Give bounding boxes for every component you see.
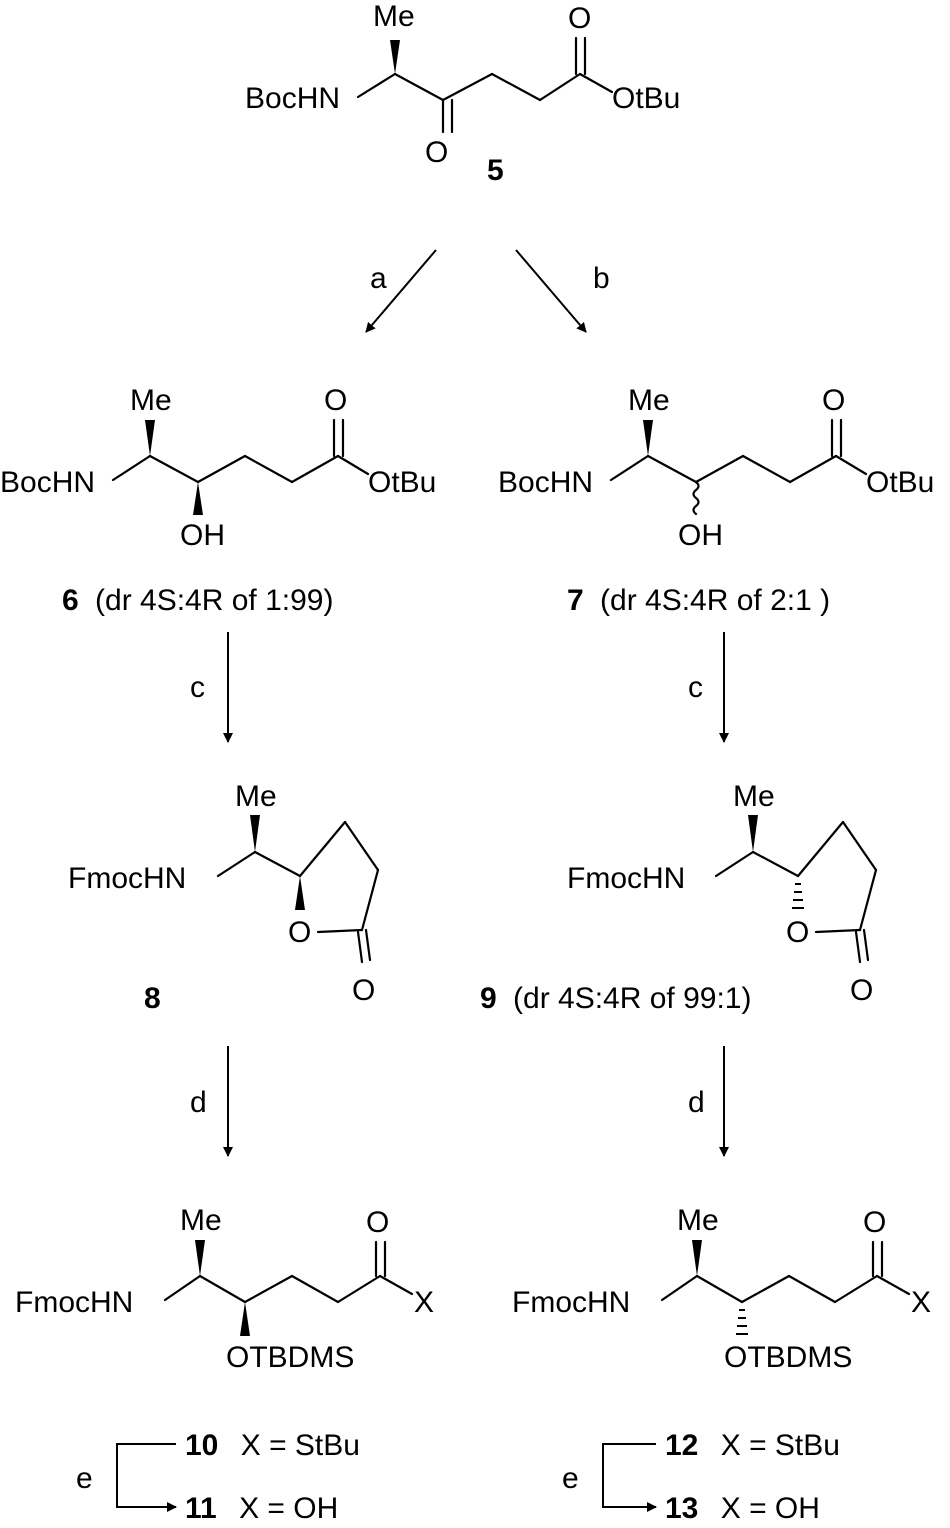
c11-x-def: X = OH	[239, 1492, 338, 1525]
c9-dr: (dr 4S:4R of 99:1)	[513, 982, 751, 1015]
arrow-e-left	[116, 1443, 177, 1512]
c9-hash-o	[792, 883, 804, 909]
c12-carbonyl-o: O	[863, 1206, 886, 1239]
c10-x-def: X = StBu	[241, 1429, 360, 1462]
c6-wedge-me	[145, 420, 155, 456]
c10-number: 10	[185, 1429, 218, 1462]
c7-ester-o: O	[822, 384, 845, 417]
c5-number: 5	[487, 154, 504, 187]
c6-ester-o: O	[324, 384, 347, 417]
svg-text:11 X = OH: 11 X = OH	[185, 1492, 338, 1525]
c5-me-label: Me	[373, 0, 415, 33]
c6-oh-label: OH	[180, 519, 225, 552]
c13-number: 13	[665, 1492, 698, 1525]
c7-me-label: Me	[628, 384, 670, 417]
step-b-label: b	[593, 262, 610, 295]
compound-10-11: FmocHN Me OTBDMS O X 10 X = StBu 11 X = …	[15, 1204, 434, 1525]
c10-otbdms: OTBDMS	[226, 1341, 354, 1374]
arrow-b	[515, 249, 587, 333]
c8-me-label: Me	[235, 780, 277, 813]
svg-text:10 X = StBu: 10 X = StBu	[185, 1429, 360, 1462]
svg-text:9 (dr 4S:4R of 99:1): 9 (dr 4S:4R of 99:1)	[480, 982, 751, 1015]
c10-wedge-o	[240, 1302, 250, 1336]
compound-12-13: FmocHN Me OTBDMS O X 12 X = StBu 13 X = …	[512, 1204, 931, 1525]
c7-wavy-bond	[692, 480, 700, 516]
c10-me-label: Me	[180, 1204, 222, 1237]
c7-wedge-me	[643, 420, 653, 456]
step-d-left-label: d	[190, 1086, 207, 1119]
c10-carbonyl-o: O	[366, 1206, 389, 1239]
c5-ester-o: O	[568, 2, 591, 35]
compound-5: BocHN Me O O OtBu 5	[245, 0, 680, 187]
compound-6: BocHN Me OH O OtBu 6 (dr 4S:4R of 1:99)	[0, 384, 436, 617]
c9-ring-o: O	[786, 916, 809, 949]
c10-wedge-me	[195, 1240, 205, 1276]
step-e-left-label: e	[76, 1462, 93, 1495]
c5-ketone-o: O	[425, 136, 448, 169]
c8-carbonyl-o: O	[352, 974, 375, 1007]
svg-text:13 X = OH: 13 X = OH	[665, 1492, 820, 1525]
c6-ester-label: OtBu	[368, 466, 436, 499]
c6-nh-label: BocHN	[0, 466, 95, 499]
c12-me-label: Me	[677, 1204, 719, 1237]
c7-ester-label: OtBu	[866, 466, 934, 499]
c11-number: 11	[185, 1492, 217, 1525]
c9-nh-label: FmocHN	[567, 862, 685, 895]
c12-otbdms: OTBDMS	[724, 1341, 852, 1374]
c7-number: 7	[567, 584, 584, 617]
c12-hash-o	[736, 1309, 748, 1335]
svg-text:7 (dr 4S:4R of 2:1 ): 7 (dr 4S:4R of 2:1 )	[567, 584, 830, 617]
c5-nh-label: BocHN	[245, 82, 340, 115]
c8-wedge-o	[295, 876, 305, 910]
c5-wedge-bond	[390, 40, 400, 74]
c9-wedge-me	[748, 815, 758, 852]
c8-ring-o: O	[288, 916, 311, 949]
c6-number: 6	[62, 584, 79, 617]
c9-number: 9	[480, 982, 497, 1015]
c12-x-def: X = StBu	[721, 1429, 840, 1462]
c6-wedge-oh	[193, 482, 203, 515]
step-c-left-label: c	[190, 671, 205, 704]
compound-7: BocHN Me OH O OtBu 7 (dr 4S:4R of 2:1 )	[498, 384, 934, 617]
step-a-label: a	[370, 262, 387, 295]
arrow-e-right	[602, 1443, 657, 1512]
c12-wedge-me	[692, 1240, 702, 1276]
c7-nh-label: BocHN	[498, 466, 593, 499]
c7-oh-label: OH	[678, 519, 723, 552]
c6-dr: (dr 4S:4R of 1:99)	[95, 584, 333, 617]
compound-9: FmocHN Me O O 9 (dr 4S:4R of 99:1)	[480, 780, 878, 1015]
step-e-right-label: e	[562, 1462, 579, 1495]
step-d-right-label: d	[688, 1086, 705, 1119]
svg-text:6 (dr 4S:4R of 1:99): 6 (dr 4S:4R of 1:99)	[62, 584, 333, 617]
c8-nh-label: FmocHN	[68, 862, 186, 895]
c9-me-label: Me	[733, 780, 775, 813]
compound-8: FmocHN Me O O 8	[68, 780, 380, 1015]
c12-x-label: X	[911, 1286, 931, 1319]
c9-carbonyl-o: O	[850, 974, 873, 1007]
c12-number: 12	[665, 1429, 698, 1462]
c10-x-label: X	[414, 1286, 434, 1319]
c7-dr: (dr 4S:4R of 2:1 )	[600, 584, 830, 617]
c10-nh-label: FmocHN	[15, 1286, 133, 1319]
c8-wedge-me	[250, 815, 260, 852]
c8-number: 8	[144, 982, 161, 1015]
step-c-right-label: c	[688, 671, 703, 704]
c5-ester-label: OtBu	[612, 82, 680, 115]
c13-x-def: X = OH	[721, 1492, 820, 1525]
svg-text:12 X = StBu: 12 X = StBu	[665, 1429, 840, 1462]
c6-me-label: Me	[130, 384, 172, 417]
arrow-a	[365, 249, 437, 333]
c12-nh-label: FmocHN	[512, 1286, 630, 1319]
